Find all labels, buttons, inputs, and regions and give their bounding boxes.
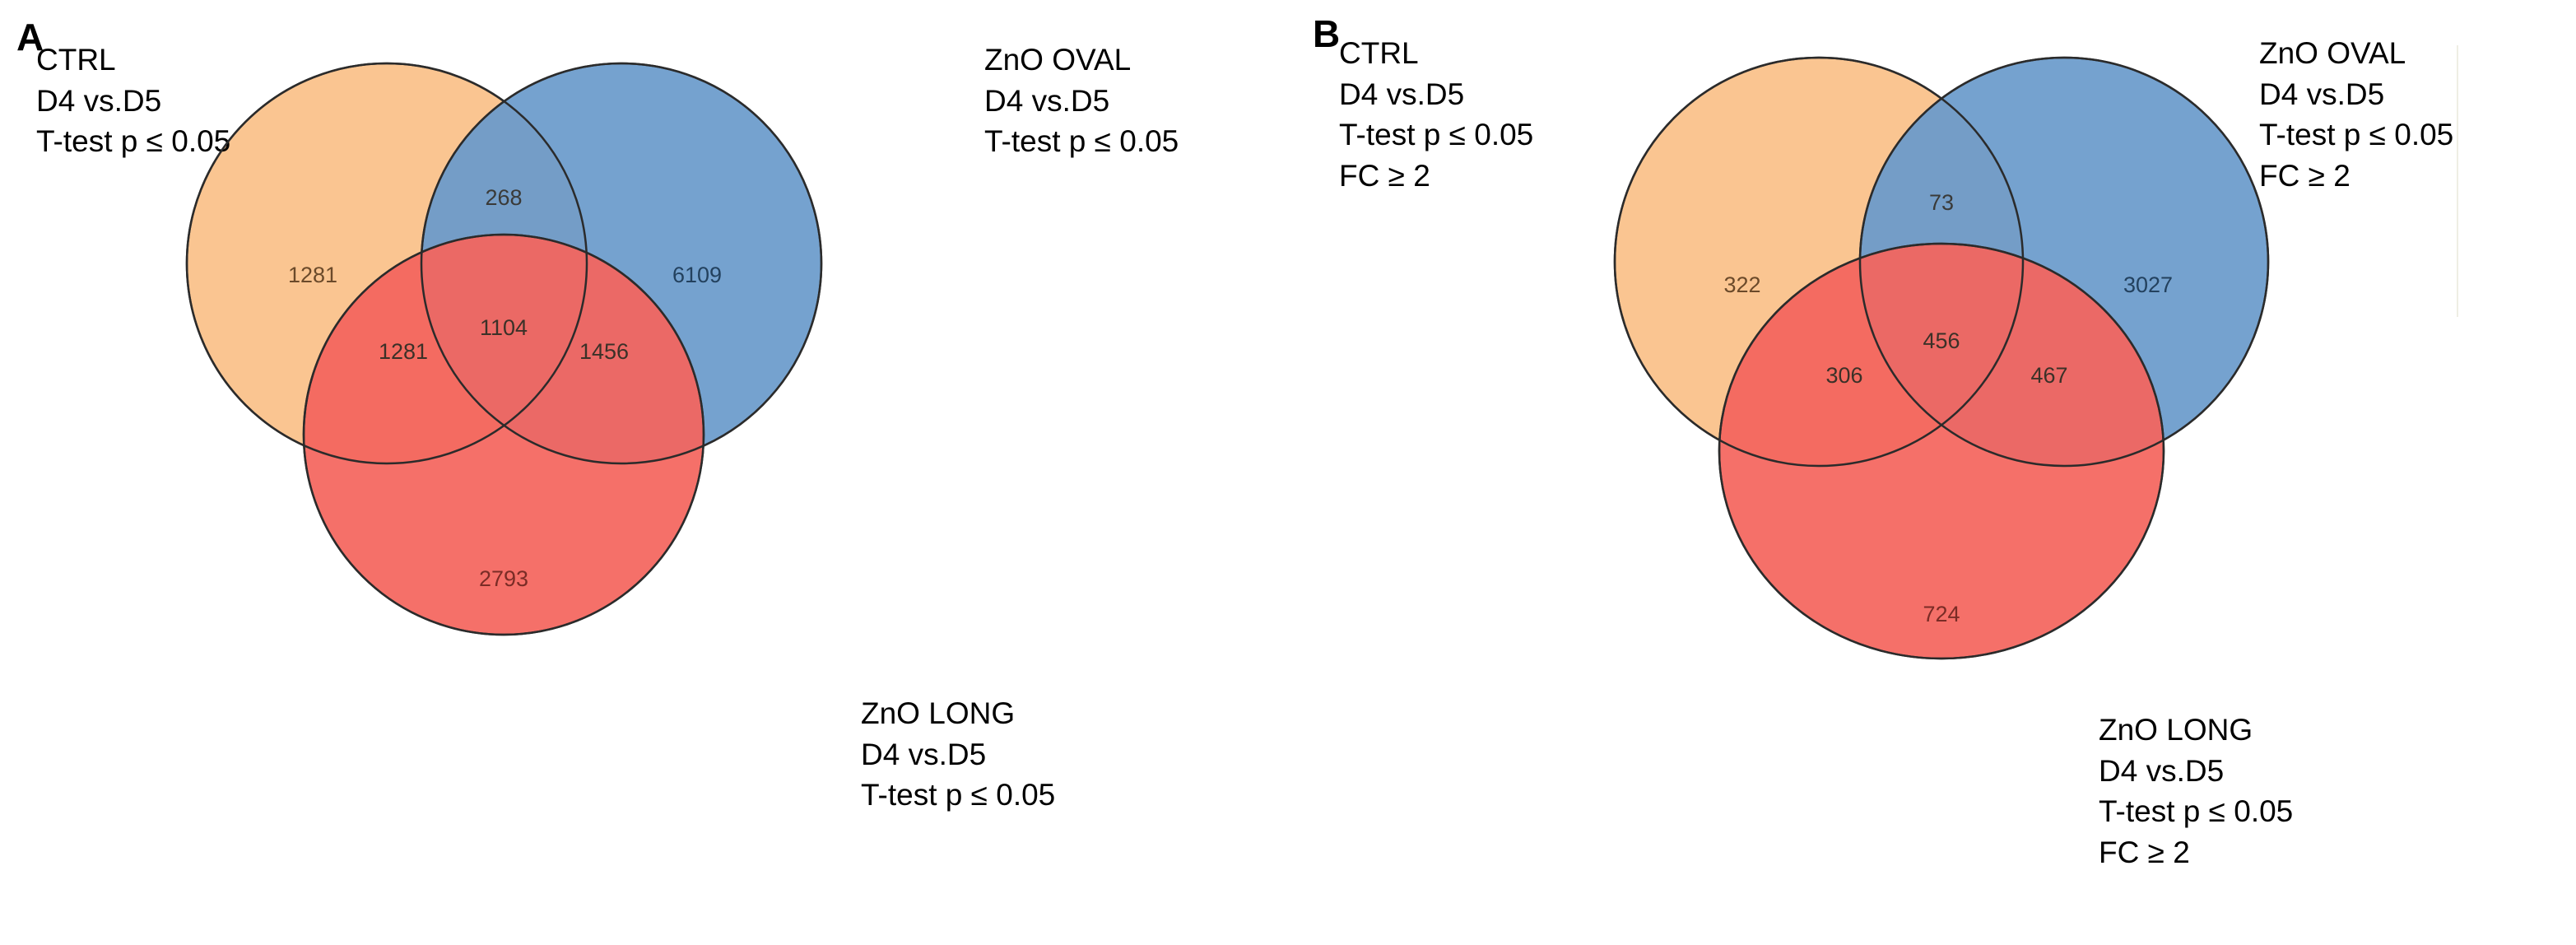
panel-a-label-zno-oval: ZnO OVAL D4 vs.D5 T-test p ≤ 0.05 <box>984 40 1179 162</box>
panel-b-label-zno-long: ZnO LONG D4 vs.D5 T-test p ≤ 0.05 FC ≥ 2 <box>2099 710 2293 873</box>
panel-a-label-ctrl-line2: D4 vs.D5 <box>36 83 162 118</box>
panel-b-label-oval-line1: ZnO OVAL <box>2259 36 2406 70</box>
panel-a-count-ctrl-only: 1281 <box>288 263 337 287</box>
panel-b-label-oval-line3: T-test p ≤ 0.05 <box>2259 118 2454 152</box>
panel-b-label-zno-oval: ZnO OVAL D4 vs.D5 T-test p ≤ 0.05 FC ≥ 2 <box>2259 33 2453 196</box>
panel-a-label-ctrl: CTRL D4 vs.D5 T-test p ≤ 0.05 <box>36 40 230 162</box>
panel-b-count-ctrl-oval: 73 <box>1929 190 1954 215</box>
panel-b-count-all-three: 456 <box>1923 328 1960 353</box>
panel-b-label-oval-line4: FC ≥ 2 <box>2259 158 2350 193</box>
scan-artifact-line <box>2457 45 2458 317</box>
panel-a-venn-diagram: 268 1281 6109 1104 1281 1456 2793 <box>185 62 823 636</box>
panel-a-outline-zno-long <box>302 233 705 636</box>
panel-a-letter: A <box>16 16 44 58</box>
panel-a-label-long-line1: ZnO LONG <box>861 696 1016 730</box>
panel-a-count-long-only: 2793 <box>479 566 528 591</box>
panel-b-count-ctrl-only: 322 <box>1723 272 1760 297</box>
panel-b-count-ctrl-long: 306 <box>1825 363 1862 388</box>
panel-b-label-ctrl-line2: D4 vs.D5 <box>1339 77 1465 111</box>
panel-b-outline-zno-long <box>1718 242 2165 660</box>
panel-b-outline-zno-oval <box>1858 56 2270 468</box>
panel-a-outline-zno-oval <box>420 62 823 465</box>
panel-a-label-ctrl-line1: CTRL <box>36 43 116 77</box>
panel-b-label-long-line3: T-test p ≤ 0.05 <box>2099 794 2294 829</box>
panel-a-outline-ctrl <box>185 62 588 465</box>
panel-a-label-oval-line1: ZnO OVAL <box>984 43 1132 77</box>
panel-a-label-long-line3: T-test p ≤ 0.05 <box>861 778 1056 812</box>
panel-b-count-oval-long: 467 <box>2030 363 2067 388</box>
panel-a-label-oval-line3: T-test p ≤ 0.05 <box>984 124 1179 159</box>
panel-b-circle-zno-long <box>1718 242 2165 660</box>
panel-a-label-ctrl-line3: T-test p ≤ 0.05 <box>36 124 231 159</box>
panel-a: A CTRL D4 vs.D5 T-test p ≤ 0.05 ZnO OVAL… <box>16 16 1179 816</box>
panel-a-count-all-three: 1104 <box>480 315 528 340</box>
panel-b-label-ctrl-line4: FC ≥ 2 <box>1339 158 1430 193</box>
panel-b: B CTRL D4 vs.D5 T-test p ≤ 0.05 FC ≥ 2 Z… <box>1288 0 2576 945</box>
panel-b-label-ctrl-line3: T-test p ≤ 0.05 <box>1339 118 1534 152</box>
panel-a-count-ctrl-oval: 268 <box>485 185 522 210</box>
panel-b-label-ctrl-line1: CTRL <box>1339 36 1419 70</box>
panel-b-count-long-only: 724 <box>1923 602 1960 626</box>
panel-b-venn-diagram: 73 322 3027 456 306 467 724 <box>1613 56 2270 660</box>
panel-a-count-oval-only: 6109 <box>672 263 722 287</box>
panel-b-label-long-line4: FC ≥ 2 <box>2099 835 2190 869</box>
panel-b-count-oval-only: 3027 <box>2123 272 2173 297</box>
panel-b-outline-ctrl <box>1613 56 2025 468</box>
panel-b-label-long-line1: ZnO LONG <box>2099 713 2253 747</box>
panel-a-label-zno-long: ZnO LONG D4 vs.D5 T-test p ≤ 0.05 <box>861 693 1055 816</box>
panel-a-count-oval-long: 1456 <box>579 339 629 364</box>
panel-a-label-long-line2: D4 vs.D5 <box>861 737 987 771</box>
panel-a-label-oval-line2: D4 vs.D5 <box>984 83 1110 118</box>
panel-b-label-ctrl: CTRL D4 vs.D5 T-test p ≤ 0.05 FC ≥ 2 <box>1339 33 1533 196</box>
panel-b-letter: B <box>1313 12 1341 55</box>
panel-b-label-oval-line2: D4 vs.D5 <box>2259 77 2385 111</box>
panel-b-label-long-line2: D4 vs.D5 <box>2099 753 2225 788</box>
panel-a-count-ctrl-long: 1281 <box>379 339 428 364</box>
